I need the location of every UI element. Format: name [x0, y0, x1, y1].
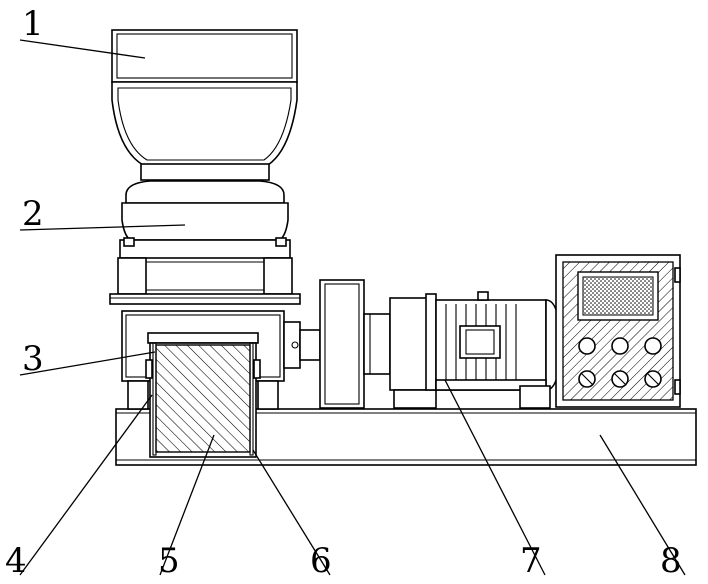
part-label-3: 3 [22, 339, 44, 379]
part-label-6: 6 [310, 541, 332, 581]
hopper [112, 30, 297, 180]
part-label-1: 1 [22, 4, 44, 44]
coupling [300, 280, 390, 408]
part-label-5: 5 [158, 541, 180, 581]
crusher-body [110, 181, 300, 304]
part-label-2: 2 [22, 194, 44, 234]
leader-4 [20, 395, 152, 575]
collecting-drawer [146, 333, 260, 457]
part-label-8: 8 [660, 541, 682, 581]
motor [390, 292, 560, 408]
control-cabinet [556, 255, 680, 407]
part-label-4: 4 [5, 541, 27, 581]
part-label-7: 7 [520, 541, 542, 581]
